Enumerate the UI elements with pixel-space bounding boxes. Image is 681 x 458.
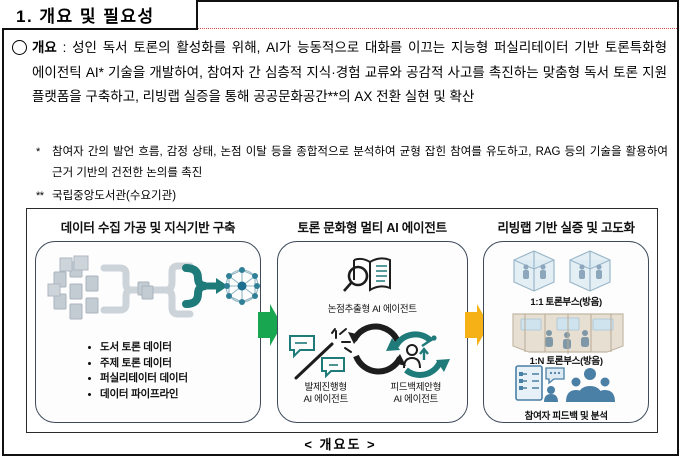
booth-label-one-to-n: 1:N 토론부스(방음) xyxy=(529,356,603,367)
booth-pair-icon xyxy=(513,250,611,292)
overview-body: 성인 독서 토론의 활성화를 위해, AI가 능동적으로 대화를 이끄는 지능형… xyxy=(32,40,667,105)
column-body-living-lab: 1:1 토론부스(방음) xyxy=(483,241,649,423)
merge-arrow-icon xyxy=(182,264,207,308)
list-item: 퍼실리테이터 데이터 xyxy=(86,371,188,387)
footnote-list: * 참여자 간의 발언 흐름, 감정 상태, 논점 이탈 등을 종합적으로 분석… xyxy=(36,142,668,207)
diagram-column-living-lab: 리빙랩 기반 실증 및 고도화 xyxy=(483,217,649,423)
data-items-list: 도서 토론 데이터 주제 토론 데이터 퍼실리테이터 데이터 데이터 파이프라인 xyxy=(86,340,188,402)
group-booth-icon xyxy=(512,313,624,354)
column-body-data-collection: 도서 토론 데이터 주제 토론 데이터 퍼실리테이터 데이터 데이터 파이프라인 xyxy=(35,241,262,423)
footnote-item: ** 국립중앙도서관(수요기관) xyxy=(36,186,668,207)
footnote-text: 참여자 간의 발언 흐름, 감정 상태, 논점 이탈 등을 종합적으로 분석하여… xyxy=(52,146,668,179)
circular-arrows-icon xyxy=(347,323,406,375)
diagram-columns: 데이터 수집 가공 및 지식기반 구축 xyxy=(27,209,657,432)
overview-label: 개요 xyxy=(32,40,57,55)
magnifier-book-icon xyxy=(342,257,391,292)
diagram-column-multi-ai-agent: 토론 문화형 멀티 AI 에이전트 xyxy=(276,217,468,423)
agent-label-feedback: 피드백제안형 AI 에이전트 xyxy=(390,382,442,405)
footnote-text: 국립중앙도서관(수요기관) xyxy=(52,190,177,202)
circle-bullet-icon xyxy=(12,40,27,55)
diagram-caption: < 개요도 > xyxy=(304,437,377,452)
footnote-marker: * xyxy=(36,146,40,158)
knowledge-graph-icon xyxy=(224,267,260,305)
overview-row: 개요 : 성인 독서 토론의 활성화를 위해, AI가 능동적으로 대화를 이끄… xyxy=(12,36,667,110)
overview-diagram: 데이터 수집 가공 및 지식기반 구축 xyxy=(26,208,658,433)
list-item: 도서 토론 데이터 xyxy=(86,340,188,356)
list-item: 데이터 파이프라인 xyxy=(86,387,188,403)
chat-wand-icon xyxy=(288,328,352,380)
column-header-living-lab: 리빙랩 기반 실증 및 고도화 xyxy=(497,221,635,235)
feedback-cycle-icon xyxy=(385,331,450,378)
data-pipeline-illustration xyxy=(46,254,260,326)
overview-paragraph-block: 개요 : 성인 독서 토론의 활성화를 위해, AI가 능동적으로 대화를 이끄… xyxy=(12,36,667,110)
booth-label-participant-feedback: 참여자 피드백 및 분석 xyxy=(524,411,608,422)
section-title-box: 1. 개요 및 필요성 xyxy=(2,0,198,30)
agent-label-presentation: 발제진행형 AI 에이전트 xyxy=(303,382,348,405)
overview-text-wrapper: 개요 : 성인 독서 토론의 활성화를 위해, AI가 능동적으로 대화를 이끄… xyxy=(32,36,667,110)
feedback-survey-icon xyxy=(515,365,616,402)
book-icon xyxy=(47,255,89,297)
stacked-files-icon xyxy=(137,281,154,300)
column-header-data-collection: 데이터 수집 가공 및 지식기반 구축 xyxy=(60,221,236,235)
booth-label-one-to-one: 1:1 토론부스(방음) xyxy=(530,297,602,308)
footnote-item: * 참여자 간의 발언 흐름, 감정 상태, 논점 이탈 등을 종합적으로 분석… xyxy=(36,142,668,183)
merge-arrow-head xyxy=(216,278,228,294)
arrow-stage-1-to-2 xyxy=(258,304,283,346)
column-header-multi-ai-agent: 토론 문화형 멀티 AI 에이전트 xyxy=(297,221,447,235)
document-icon xyxy=(53,261,99,320)
list-item: 주제 토론 데이터 xyxy=(86,356,188,372)
footnote-marker: ** xyxy=(36,190,44,202)
column-body-multi-ai-agent: 논점추출형 AI 에이전트 xyxy=(276,241,468,423)
title-underline-rule xyxy=(198,28,677,29)
page-title: 1. 개요 및 필요성 xyxy=(16,6,155,26)
diagram-column-data-collection: 데이터 수집 가공 및 지식기반 구축 xyxy=(35,217,262,423)
arrow-stage-2-to-3-wrap xyxy=(464,217,489,432)
overview-separator: : xyxy=(56,40,73,55)
arrow-stage-1-to-2-wrap xyxy=(258,217,283,432)
agent-label-argument-extraction: 논점추출형 AI 에이전트 xyxy=(327,304,417,315)
arrow-stage-2-to-3 xyxy=(464,304,489,346)
pipeline-icon xyxy=(100,262,194,318)
